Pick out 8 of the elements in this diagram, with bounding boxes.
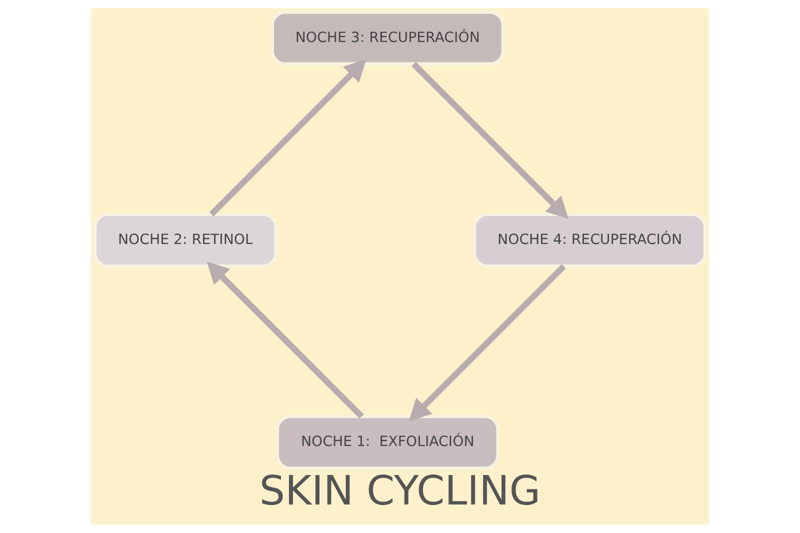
arrow	[412, 62, 568, 219]
node-box: NOCHE 2: RETINOL	[94, 212, 278, 268]
arrow	[408, 264, 566, 422]
node-box: NOCHE 3: RECUPERACIÓN	[270, 10, 504, 66]
arrow	[206, 262, 364, 419]
node-box: NOCHE 4: RECUPERACIÓN	[473, 212, 706, 268]
node-box: NOCHE 1: EXFOLIACIÓN	[276, 415, 500, 470]
arrow	[209, 59, 366, 216]
